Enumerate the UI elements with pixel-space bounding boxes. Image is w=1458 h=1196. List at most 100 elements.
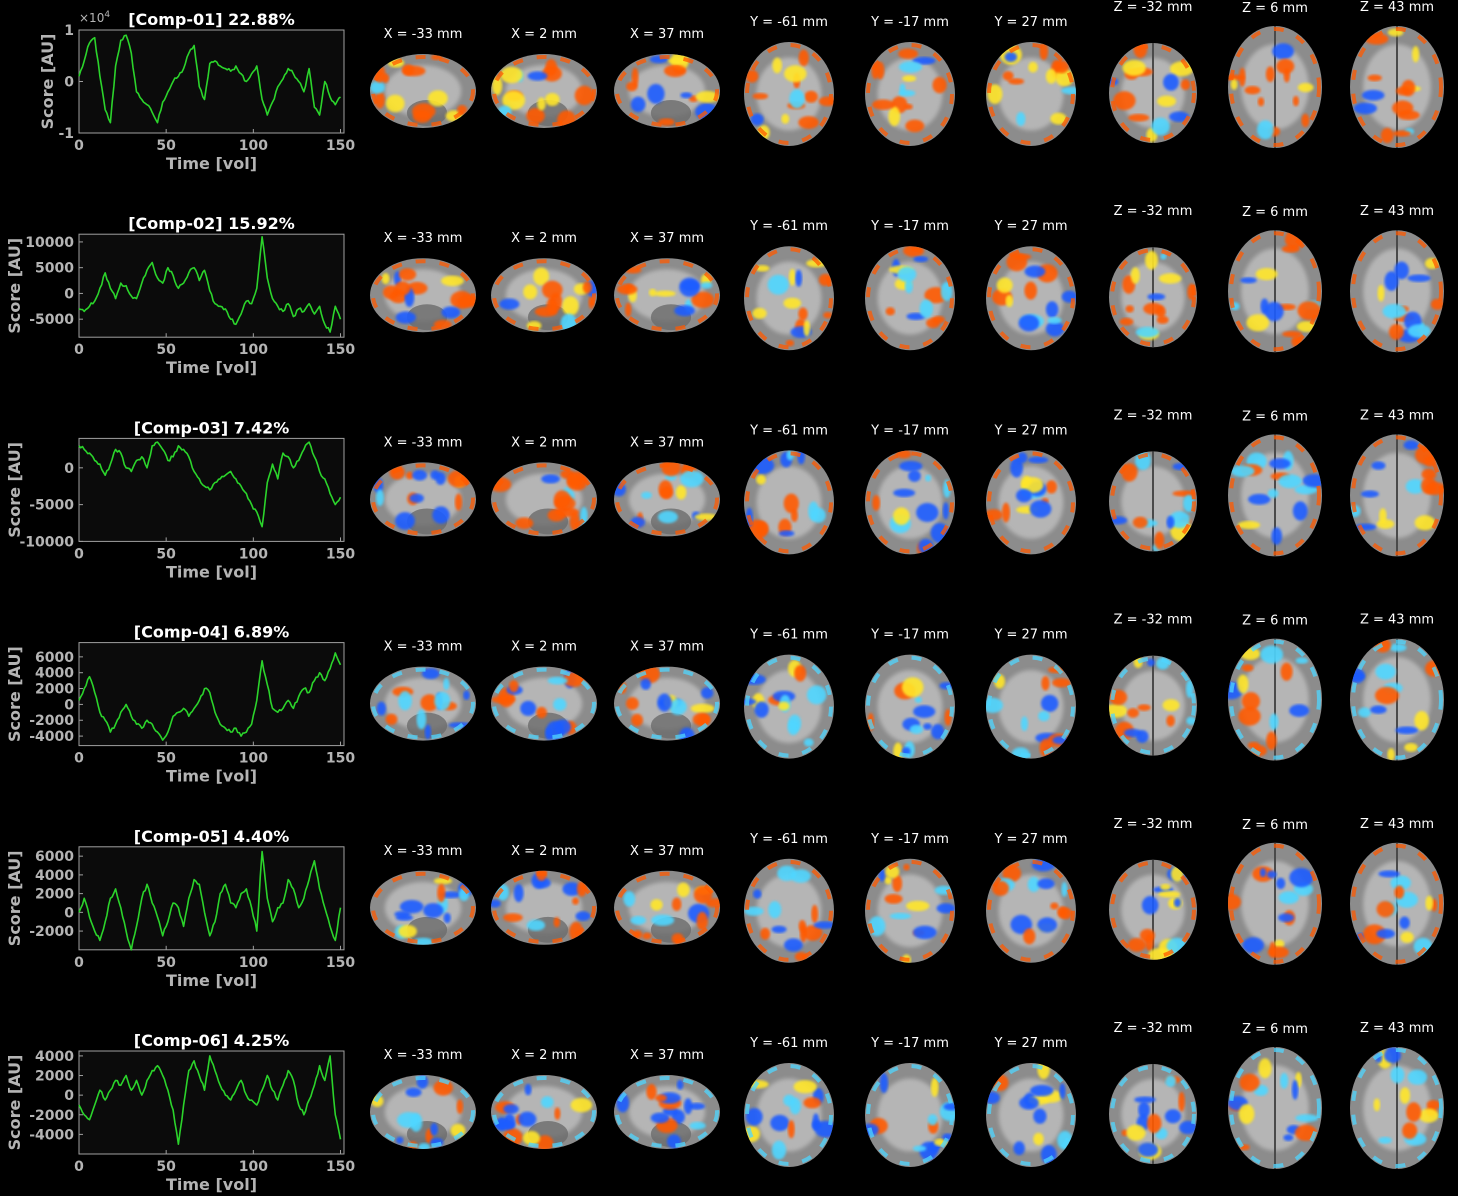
x-axis-label: Time [vol] <box>166 767 257 786</box>
chart-title: [Comp-02] 15.92% <box>128 214 295 233</box>
y-tick-label: -4000 <box>29 1127 74 1143</box>
x-tick-label: 150 <box>326 546 355 562</box>
slice-label: X = 2 mm <box>511 1048 577 1063</box>
plot-area <box>78 1050 345 1155</box>
y-tick-label: 2000 <box>35 1069 74 1085</box>
x-tick-label: 0 <box>74 342 84 358</box>
slice-label: X = -33 mm <box>384 844 463 859</box>
x-tick-label: 50 <box>156 955 176 971</box>
y-tick-label: 5000 <box>35 261 74 277</box>
brain-slice-cor: Y = -17 mm <box>865 423 955 555</box>
brain-slice-cor: Y = -17 mm <box>865 832 955 963</box>
plot-area <box>78 437 345 542</box>
y-axis-label: Score [AU] <box>5 1055 24 1151</box>
x-tick-label: 0 <box>74 546 84 562</box>
plot-area <box>78 233 345 338</box>
slice-label: Y = -61 mm <box>749 628 828 643</box>
y-tick-label: 4000 <box>35 1049 74 1065</box>
y-tick-label: 0 <box>64 1088 74 1104</box>
y-axis-label: Score [AU] <box>5 646 24 742</box>
x-tick-label: 100 <box>239 1159 268 1175</box>
brain-slice-axi: Z = -32 mm <box>1109 0 1197 143</box>
slice-label: X = -33 mm <box>384 435 463 450</box>
slice-label: Y = -17 mm <box>870 423 949 438</box>
brain-slice-cor: Y = -17 mm <box>865 219 955 351</box>
slice-label: X = 2 mm <box>511 640 577 655</box>
y-tick-label: 10000 <box>25 235 74 251</box>
slice-label: Z = 6 mm <box>1242 1 1308 16</box>
slice-label: Z = -32 mm <box>1114 0 1193 15</box>
brain-slice-axi: Z = 43 mm <box>1350 613 1444 761</box>
brain-slice-sag: X = 37 mm <box>614 435 720 537</box>
slice-label: Z = -32 mm <box>1114 1021 1193 1036</box>
slice-label: Y = -61 mm <box>749 832 828 847</box>
slice-label: Y = -61 mm <box>749 219 828 234</box>
x-tick-label: 50 <box>156 342 176 358</box>
y-axis-label: Score [AU] <box>5 442 24 538</box>
slice-label: Z = 43 mm <box>1360 613 1434 628</box>
slice-label: X = -33 mm <box>384 27 463 42</box>
plot-area <box>78 642 345 747</box>
brain-slice-axi: Z = -32 mm <box>1109 613 1197 756</box>
slice-label: Z = 43 mm <box>1360 408 1434 423</box>
brain-slice-sag: X = 2 mm <box>491 844 597 945</box>
brain-slice-sag: X = 2 mm <box>491 231 597 333</box>
brain-slice-cor: Y = 27 mm <box>986 1036 1076 1167</box>
brain-slice-axi: Z = 6 mm <box>1228 1022 1322 1169</box>
slice-label: X = 2 mm <box>511 844 577 859</box>
y-tick-label: 1 <box>64 23 74 39</box>
slice-label: Z = 43 mm <box>1360 0 1434 15</box>
y-tick-label: 4000 <box>35 868 74 884</box>
brain-slice-sag: X = 2 mm <box>491 27 597 128</box>
x-tick-label: 50 <box>156 1159 176 1175</box>
slice-label: X = 37 mm <box>630 640 704 655</box>
slice-label: Z = -32 mm <box>1114 613 1193 628</box>
x-tick-label: 150 <box>326 138 355 154</box>
x-tick-label: 150 <box>326 342 355 358</box>
brain-slice-sag: X = 37 mm <box>614 1048 720 1149</box>
slice-label: Z = 43 mm <box>1360 204 1434 219</box>
y-tick-label: 0 <box>64 905 74 921</box>
x-tick-label: 150 <box>326 955 355 971</box>
slice-label: X = 2 mm <box>511 435 577 450</box>
x-tick-label: 100 <box>239 138 268 154</box>
y-tick-label: 0 <box>64 697 74 713</box>
slice-label: Y = -61 mm <box>749 1036 828 1051</box>
slice-label: Y = -17 mm <box>870 628 949 643</box>
brain-slice-cor: Y = -61 mm <box>744 219 834 351</box>
y-tick-label: -5000 <box>29 498 74 514</box>
x-tick-label: 100 <box>239 955 268 971</box>
slice-label: Z = -32 mm <box>1114 408 1193 423</box>
slice-label: X = 37 mm <box>630 435 704 450</box>
brain-slice-axi: Z = 43 mm <box>1350 0 1444 148</box>
slice-label: Z = 6 mm <box>1242 1022 1308 1037</box>
brain-slice-axi: Z = 43 mm <box>1350 1021 1444 1169</box>
slice-label: Y = 27 mm <box>993 15 1067 30</box>
brain-slice-cor: Y = -61 mm <box>744 1036 834 1167</box>
series-line <box>78 441 342 528</box>
slice-label: Y = 27 mm <box>993 628 1067 643</box>
brain-slice-axi: Z = 6 mm <box>1228 818 1322 965</box>
brain-slice-cor: Y = -61 mm <box>744 423 834 555</box>
brain-slice-axi: Z = 43 mm <box>1350 408 1444 557</box>
x-tick-label: 100 <box>239 751 268 767</box>
x-axis-label: Time [vol] <box>166 562 257 581</box>
brain-slice-sag: X = 2 mm <box>491 435 597 537</box>
brain-slice-cor: Y = -61 mm <box>744 832 834 963</box>
slice-label: X = 37 mm <box>630 1048 704 1063</box>
brain-slice-axi: Z = -32 mm <box>1109 817 1197 960</box>
brain-slice-sag: X = -33 mm <box>370 231 476 333</box>
brain-slice-cor: Y = -61 mm <box>744 15 834 146</box>
slice-label: Z = 43 mm <box>1360 1021 1434 1036</box>
x-axis-label: Time [vol] <box>166 971 257 990</box>
slice-label: Y = 27 mm <box>993 1036 1067 1051</box>
brain-slice-cor: Y = 27 mm <box>986 628 1076 759</box>
slice-label: Z = 6 mm <box>1242 409 1308 424</box>
slice-label: Z = 6 mm <box>1242 614 1308 629</box>
y-tick-label: -2000 <box>29 713 74 729</box>
series-line <box>78 1055 342 1145</box>
axis-exponent: ×104 <box>79 10 110 25</box>
brain-slice-cor: Y = -17 mm <box>865 628 955 759</box>
